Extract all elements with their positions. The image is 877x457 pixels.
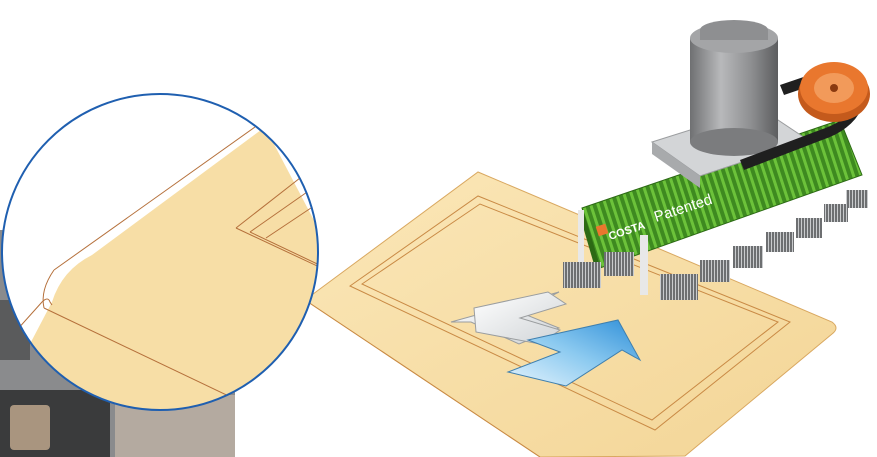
workpiece-panel (304, 171, 837, 457)
pulley-icon (798, 62, 870, 122)
brush-unit: COSTA Patented (563, 20, 870, 300)
drive-belt (740, 100, 862, 170)
motor-icon (690, 20, 778, 156)
zoom-detail (1, 93, 319, 411)
arrow-right-icon (506, 319, 642, 387)
bristle-blocks (563, 190, 868, 300)
motion-arrows (450, 291, 642, 387)
zoom-ring (1, 93, 319, 411)
